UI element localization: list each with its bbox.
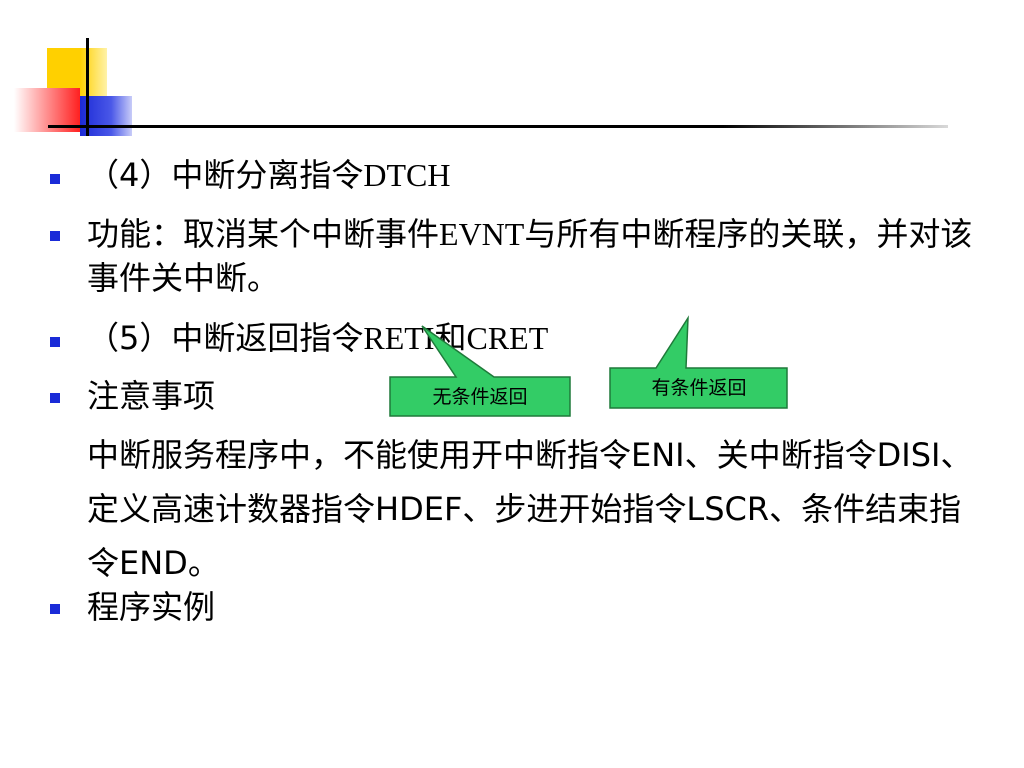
bullet-marker [50,174,60,184]
instruction-code-hdef: HDEF [375,490,463,528]
notes-part4: 、步进开始指令 [462,490,687,528]
callout-conditional-label: 有条件返回 [651,377,747,399]
instruction-code-lscr: LSCR [686,490,770,528]
bullet-marker [50,393,60,403]
bullet-text: （4）中断分离指令DTCH [87,153,988,197]
callout-unconditional-label: 无条件返回 [432,386,528,408]
bullet-marker [50,231,60,241]
bullet-marker [50,337,60,347]
instruction-code: EVNT [439,216,525,252]
header-divider [48,125,948,128]
instruction-code-disi: DISI [876,436,941,474]
notes-part3: 、定义高速计数器指令 [87,436,973,528]
bullet-prefix: （5）中断返回指令 [87,319,364,357]
bullet-text: 功能：取消某个中断事件EVNT与所有中断程序的关联，并对该事件关中断。 [87,212,988,300]
logo-vertical-line [86,38,89,136]
bullet-text: （5）中断返回指令RETI和CRET [87,316,988,360]
bullet-text: 程序实例 [87,588,216,626]
instruction-code-reti: RETI [363,320,435,356]
bullet-prefix: （ [87,156,120,194]
bullet-middle: ）中断分离指令 [139,156,364,194]
notes-part1: 中断服务程序中，不能使用开中断指令 [87,436,632,474]
bullet-number: 4 [119,156,140,194]
function-text-part2: 与所有中断程序的关联，并对该事件关中断。 [87,215,973,297]
bullet-marker [50,604,60,614]
notes-paragraph: 中断服务程序中，不能使用开中断指令ENI、关中断指令DISI、定义高速计数器指令… [87,428,988,590]
function-text-part1: 功能：取消某个中断事件 [87,215,440,253]
instruction-code-end: END [119,544,188,582]
instruction-code: DTCH [363,157,451,193]
notes-part6: 。 [187,544,220,582]
bullet-middle: 和 [434,319,467,357]
notes-part5: 、条件结束指令 [87,490,962,582]
instruction-code-eni: ENI [631,436,685,474]
logo-red-square [14,88,80,132]
bullet-text: 注意事项 [87,377,216,415]
notes-part2: 、关中断指令 [684,436,877,474]
instruction-code-cret: CRET [466,320,549,356]
